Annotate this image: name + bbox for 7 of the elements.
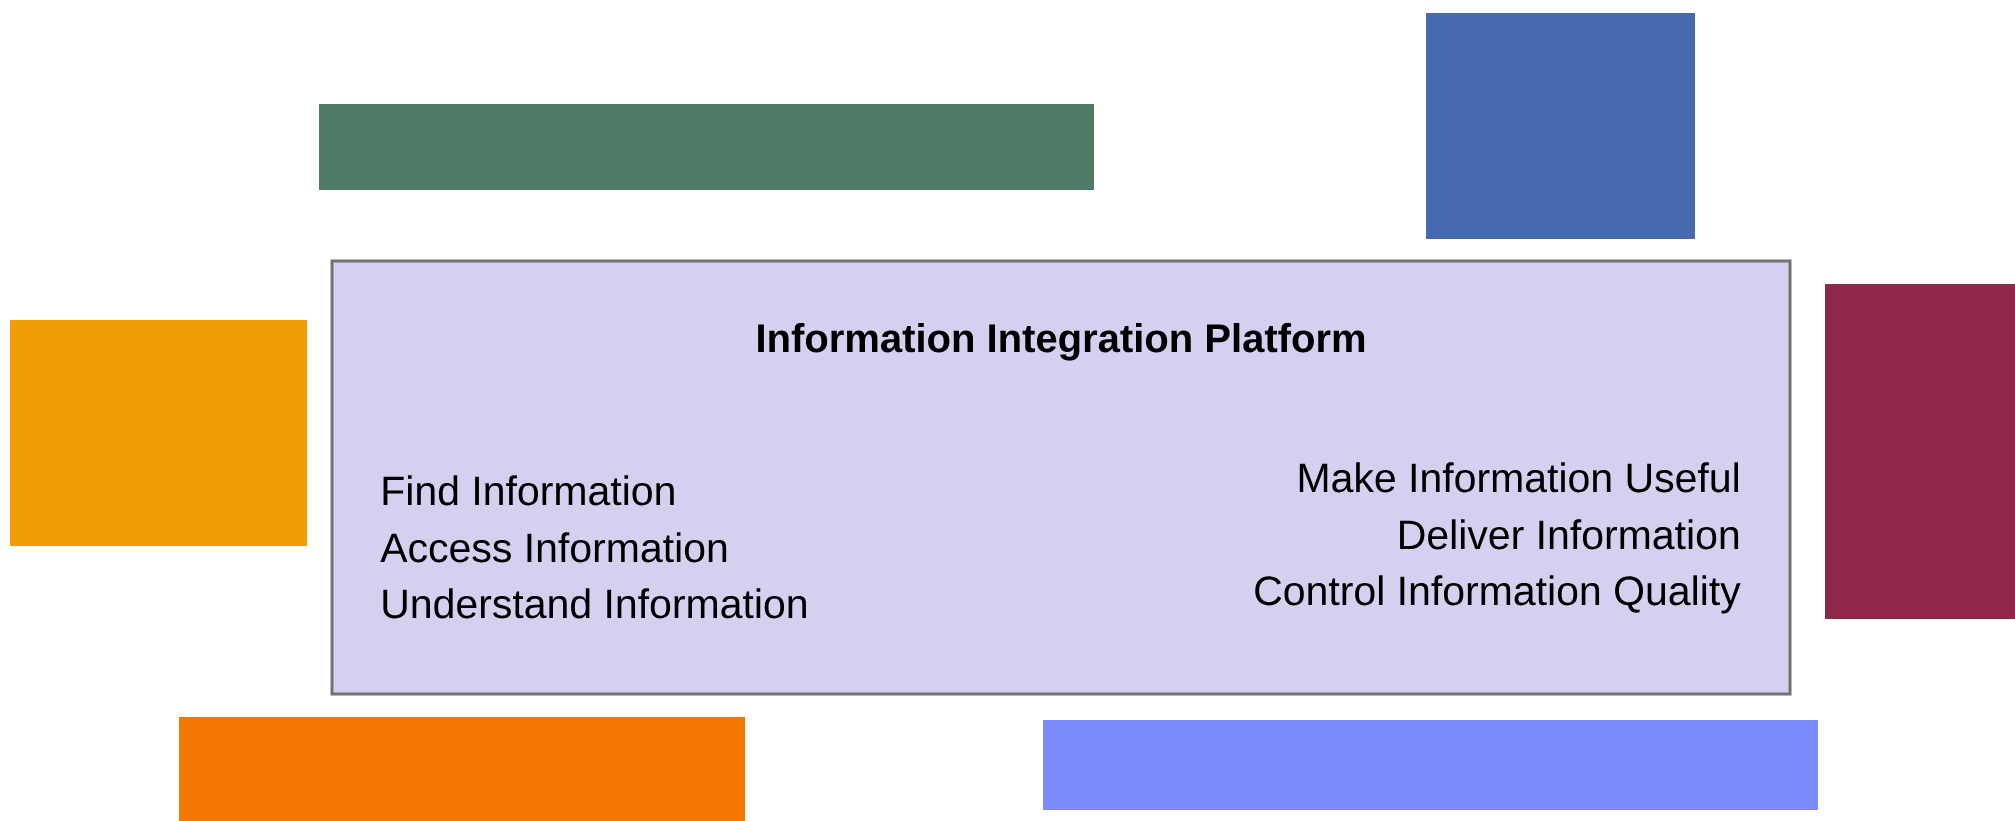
color-block — [179, 717, 745, 821]
color-block — [10, 320, 307, 546]
color-block — [1043, 720, 1818, 810]
color-block — [1825, 284, 2015, 619]
platform-box: Information Integration Platform Find Information Access Information Understand Information Make Information Useful Deliver Information Control Information Quality — [330, 259, 1792, 696]
color-block — [1426, 13, 1695, 239]
color-block — [319, 104, 1094, 190]
